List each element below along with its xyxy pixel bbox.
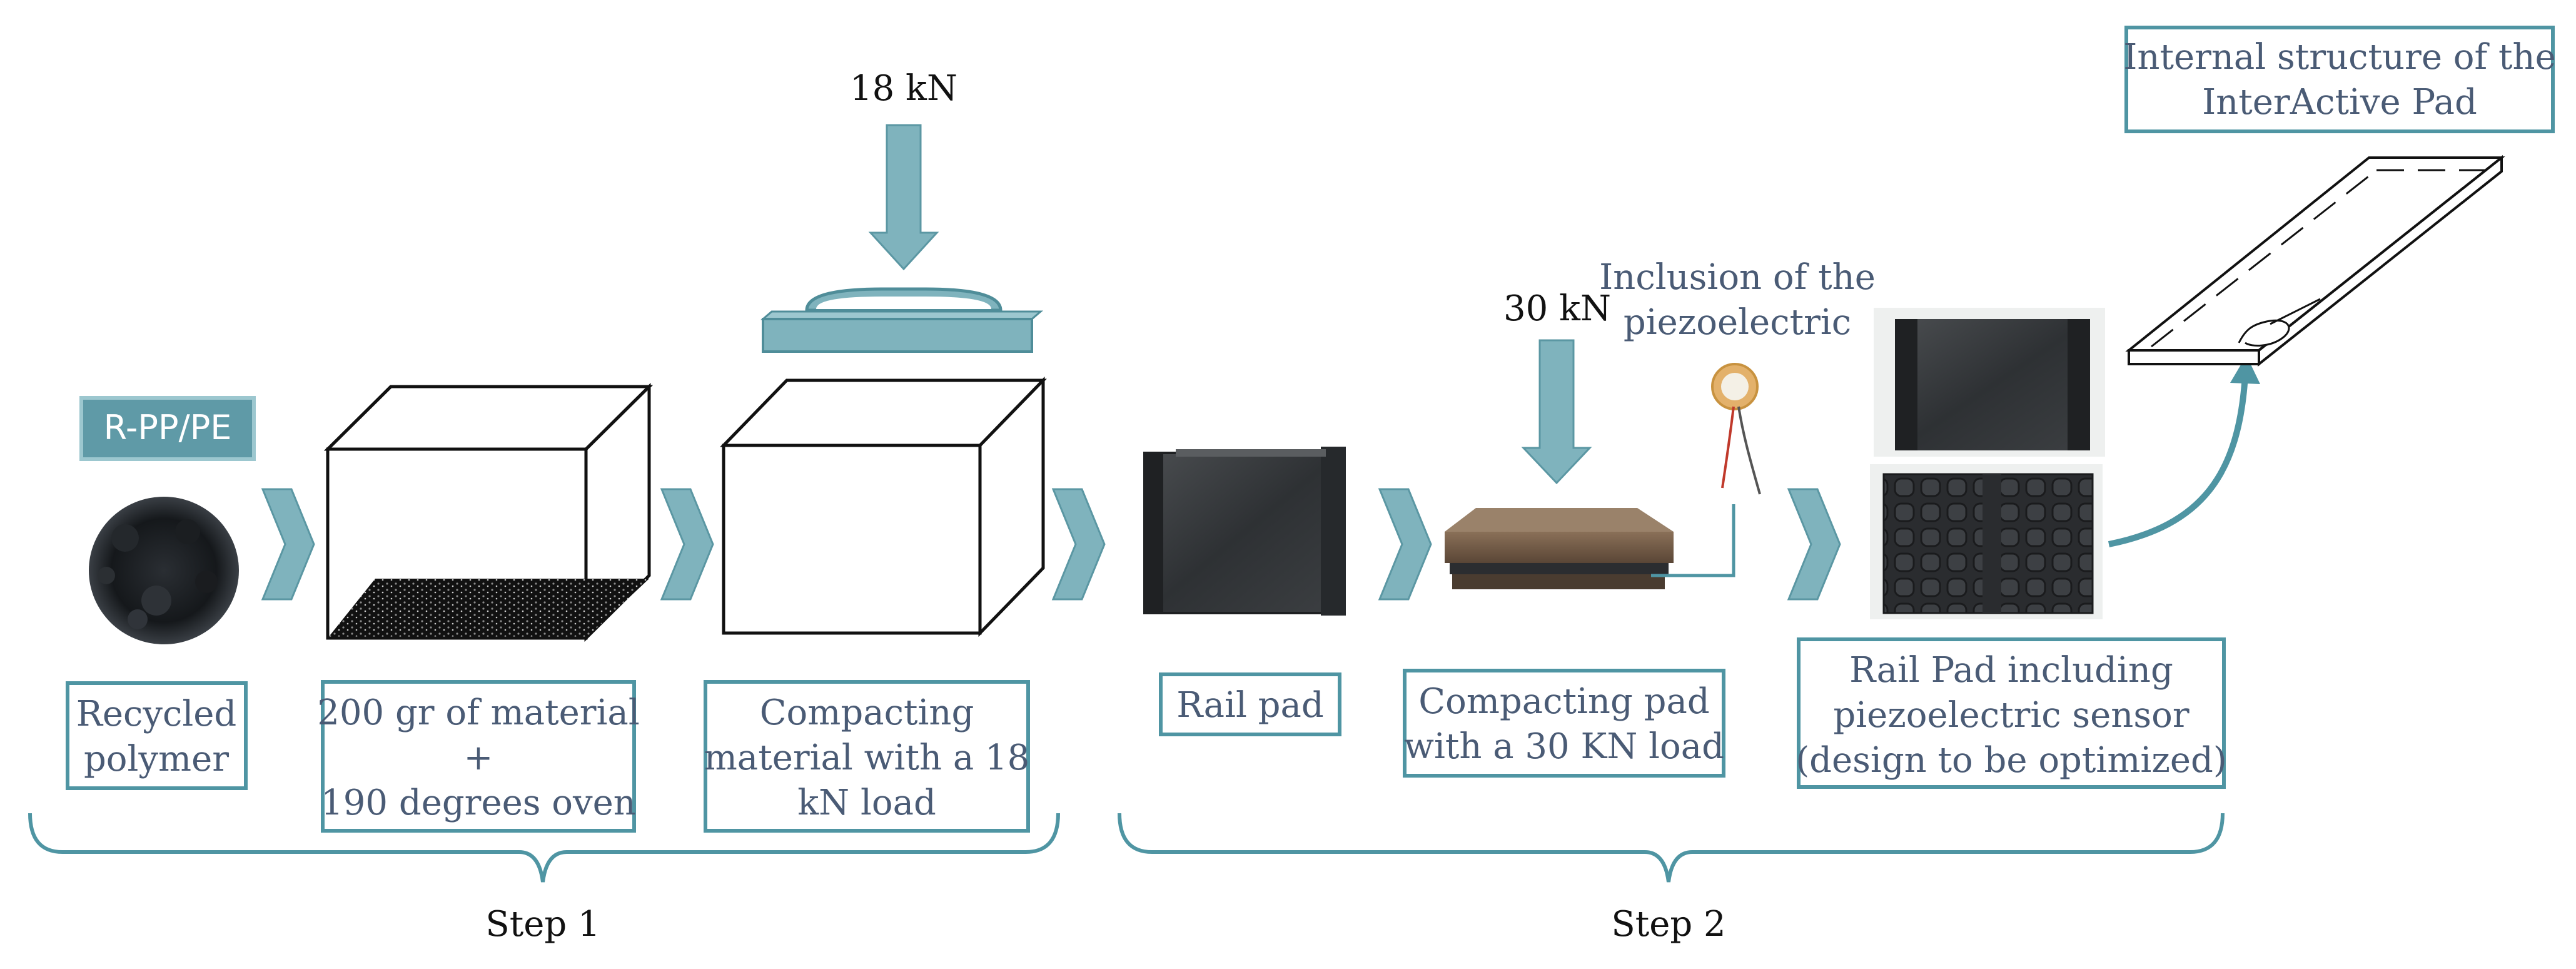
chevron-right-icon <box>1787 488 1841 601</box>
label-material-1: 200 gr of material <box>317 693 639 733</box>
label-box-material <box>321 680 636 833</box>
connection-line <box>1651 504 1735 577</box>
label-internal-1: Internal structure of the <box>2123 37 2555 78</box>
label-box-railpad <box>1159 672 1341 736</box>
mold-compacting <box>720 376 1047 637</box>
label-compacting1-3: kN load <box>797 783 936 823</box>
chevron-right-icon <box>1378 488 1432 601</box>
label-compacting1-2: material with a 18 <box>704 738 1030 778</box>
compacting-press-image <box>1445 508 1674 589</box>
label-box-recycled <box>66 681 248 790</box>
pad-top-image <box>1874 308 2105 457</box>
step2-label: Step 2 <box>1611 904 1725 945</box>
label-box-compacting1 <box>704 680 1030 833</box>
press-plate <box>760 287 1044 353</box>
label-box-compacting2 <box>1403 669 1725 778</box>
label-compacting2-2: with a 30 KN load <box>1404 726 1724 767</box>
label-internal-2: InterActive Pad <box>2202 82 2477 123</box>
label-recycled-1: Recycled <box>76 694 237 734</box>
label-railpad: Rail pad <box>1176 685 1324 726</box>
label-compacting2-1: Compacting pad <box>1418 681 1709 722</box>
label-compacting1-1: Compacting <box>760 693 974 733</box>
down-arrow-icon <box>1521 339 1592 485</box>
rail-pad-image <box>1143 447 1346 616</box>
label-railpad-sensor-1: Rail Pad including <box>1849 650 2173 691</box>
label-material-3: 190 degrees oven <box>321 783 636 823</box>
piezo-inclusion-line1: Inclusion of the <box>1599 257 1876 298</box>
mold-with-material <box>323 383 654 642</box>
label-railpad-sensor-3: (design to be optimized) <box>1796 740 2226 781</box>
load-label-18kn: 18 kN <box>850 68 957 109</box>
chevron-right-icon <box>660 488 714 601</box>
chevron-right-icon <box>1051 488 1106 601</box>
piezo-disc-image <box>1711 363 1761 495</box>
label-railpad-sensor-2: piezoelectric sensor <box>1833 695 2189 736</box>
label-box-internal <box>2124 26 2555 133</box>
pad-bottom-image <box>1870 464 2103 619</box>
label-box-railpad-sensor <box>1797 637 2226 789</box>
load-label-30kn: 30 kN <box>1503 288 1611 329</box>
chevron-right-icon <box>261 488 315 601</box>
label-material-2: + <box>464 738 493 778</box>
step1-brace <box>28 813 1060 883</box>
piezo-inclusion-line2: piezoelectric <box>1624 302 1851 343</box>
material-badge: R-PP/PE <box>79 396 256 461</box>
down-arrow-icon <box>868 124 939 271</box>
badge-text: R-PP/PE <box>104 408 232 447</box>
step1-label: Step 1 <box>485 904 600 945</box>
curved-arrow-icon <box>2108 355 2260 547</box>
step2-brace <box>1118 813 2225 883</box>
label-recycled-2: polymer <box>84 739 229 779</box>
pellets-image <box>89 497 239 644</box>
pad-structure-drawing <box>2125 155 2505 367</box>
